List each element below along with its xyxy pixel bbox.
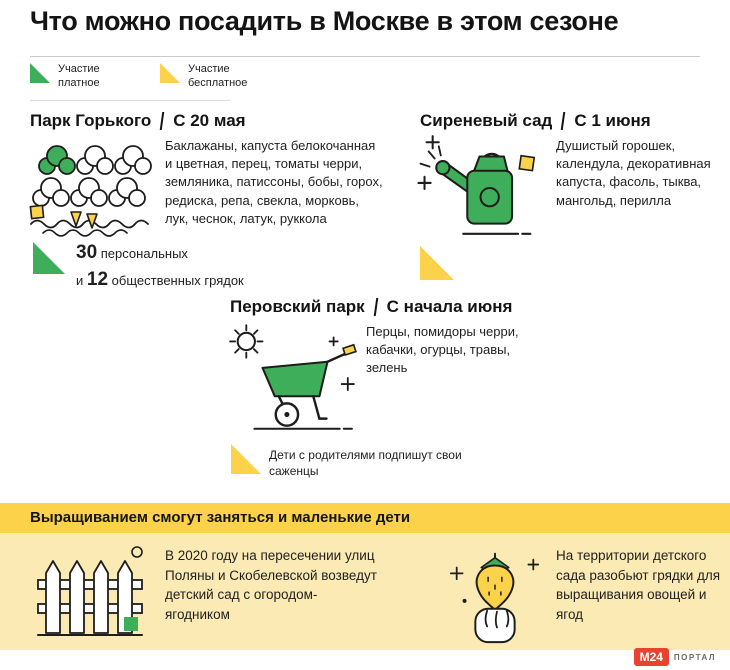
gorky-paid-triangle-icon <box>33 242 65 274</box>
heading-separator <box>159 112 165 130</box>
page-title: Что можно посадить в Москве в этом сезон… <box>30 6 619 36</box>
legend-paid-label: Участие платное <box>58 63 100 89</box>
garden-bed-icon <box>26 134 160 240</box>
gorky-stat-num1: 30 <box>76 242 98 263</box>
legend-item-paid: Участие платное <box>30 63 130 91</box>
legend: Участие платное Участие бесплатное <box>30 63 260 91</box>
kids-header: Выращиванием смогут заняться и маленькие… <box>30 509 411 526</box>
legend-item-free: Участие бесплатное <box>160 63 260 91</box>
legend-divider <box>30 100 230 101</box>
kids-left-text: В 2020 году на пересечении улиц Поляны и… <box>165 548 377 622</box>
kids-right-text: На территории детского сада разобьют гря… <box>556 548 721 622</box>
gorky-stat-num2: 12 <box>86 268 109 290</box>
perovsky-heading: Перовский парк С начала июня <box>230 297 512 317</box>
gorky-stat-line1: 30 персональных <box>76 241 244 266</box>
gorky-name: Парк Горького <box>30 111 152 130</box>
gorky-date: С 20 мая <box>173 111 246 130</box>
gorky-stat-label2: общественных грядок <box>111 272 244 288</box>
sirenevy-free-triangle-icon <box>420 246 454 280</box>
m24-logo-portal: ПОРТАЛ <box>673 652 716 662</box>
heading-separator <box>373 298 378 316</box>
perovsky-date: С начала июня <box>386 297 513 316</box>
sirenevy-date: С 1 июня <box>574 111 651 130</box>
perovsky-name: Перовский парк <box>230 297 365 316</box>
paid-triangle-icon <box>30 63 50 88</box>
m24-logo-box: М24 <box>633 648 669 666</box>
title-divider <box>30 56 700 57</box>
gorky-stat-label1: персональных <box>100 246 188 261</box>
heading-separator <box>561 112 566 130</box>
gorky-heading: Парк Горького С 20 мая <box>30 111 246 131</box>
sirenevy-heading: Сиреневый сад С 1 июня <box>420 111 651 131</box>
sirenevy-plants: Душистый горошек, календула, декоративна… <box>556 138 711 208</box>
legend-free-label: Участие бесплатное <box>188 63 248 89</box>
wheelbarrow-icon <box>226 320 360 436</box>
gorky-stat-conj: и <box>76 272 84 288</box>
watering-can-icon <box>416 130 544 244</box>
perovsky-free-triangle-icon <box>231 444 261 474</box>
m24-logo: М24 ПОРТАЛ <box>633 648 716 666</box>
fence-icon <box>36 543 148 643</box>
perovsky-note: Дети с родителями подпишут свои саженцы <box>269 448 462 479</box>
sirenevy-name: Сиреневый сад <box>420 111 553 130</box>
kids-band: Выращиванием смогут заняться и маленькие… <box>0 503 730 533</box>
perovsky-plants: Перцы, помидоры черри, кабачки, огурцы, … <box>366 324 519 376</box>
free-triangle-icon <box>160 63 180 88</box>
gorky-plants: Баклажаны, капуста белокочанная и цветна… <box>165 138 383 226</box>
gorky-stat-line2: и 12 общественных грядок <box>76 268 244 293</box>
gorky-stat: 30 персональных и 12 общественных грядок <box>76 241 244 294</box>
strawberry-hand-icon <box>444 540 546 650</box>
